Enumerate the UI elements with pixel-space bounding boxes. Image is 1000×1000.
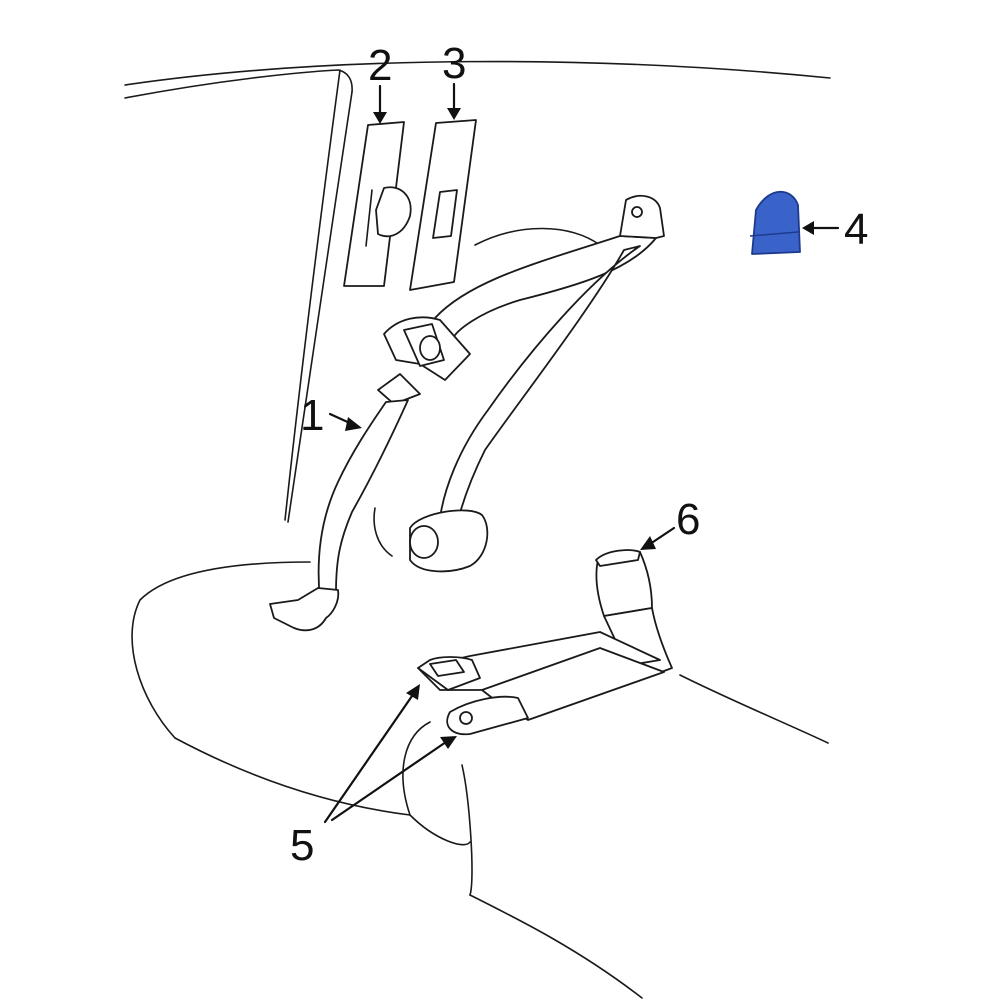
part-2-trim-panel <box>343 121 412 287</box>
callout-6: 6 <box>676 495 700 544</box>
callout-4: 4 <box>844 205 868 254</box>
callout-2: 2 <box>368 41 392 90</box>
part-1-seat-belt-assembly <box>269 194 665 632</box>
callout-3: 3 <box>442 39 466 88</box>
callout-5: 5 <box>290 821 314 870</box>
callout-1: 1 <box>300 391 324 440</box>
part-3-trim-panel <box>409 119 477 291</box>
part-5-anchors <box>417 631 665 736</box>
vehicle-interior-outline <box>124 60 831 999</box>
callout-leaders <box>323 82 840 824</box>
part-4-cover-highlighted <box>749 190 801 255</box>
